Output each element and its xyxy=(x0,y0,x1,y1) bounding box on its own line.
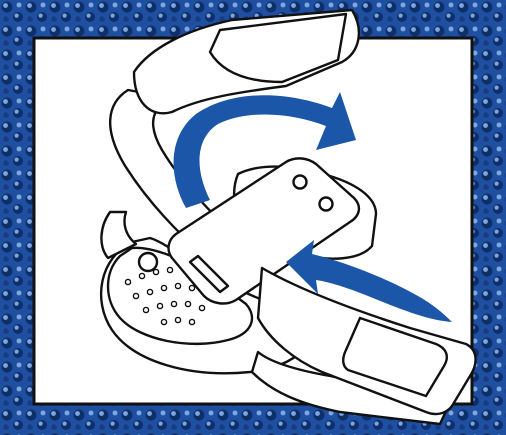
grille-hole xyxy=(188,284,196,292)
grille-hole xyxy=(198,304,206,312)
strap-end xyxy=(256,266,477,416)
grille-hole xyxy=(138,272,146,280)
curved-arrow-icon xyxy=(173,92,356,208)
grille-hole xyxy=(188,318,196,326)
curved-arrow-icon xyxy=(286,240,452,322)
grille-hole xyxy=(166,266,174,274)
grille-hole xyxy=(156,302,164,310)
grille-hole xyxy=(160,318,168,326)
grille-hole xyxy=(160,284,168,292)
grille-hole xyxy=(146,288,154,296)
belt-clip-icon xyxy=(167,157,361,305)
grille-hole xyxy=(124,278,132,286)
grille-hole xyxy=(174,282,182,290)
grille-hole xyxy=(132,292,140,300)
grille-hole xyxy=(170,300,178,308)
grille-hole xyxy=(174,316,182,324)
grille-hole xyxy=(184,300,192,308)
grille-hole xyxy=(152,268,160,276)
speaker-grille-holes xyxy=(124,266,206,326)
grille-hole xyxy=(142,306,150,314)
